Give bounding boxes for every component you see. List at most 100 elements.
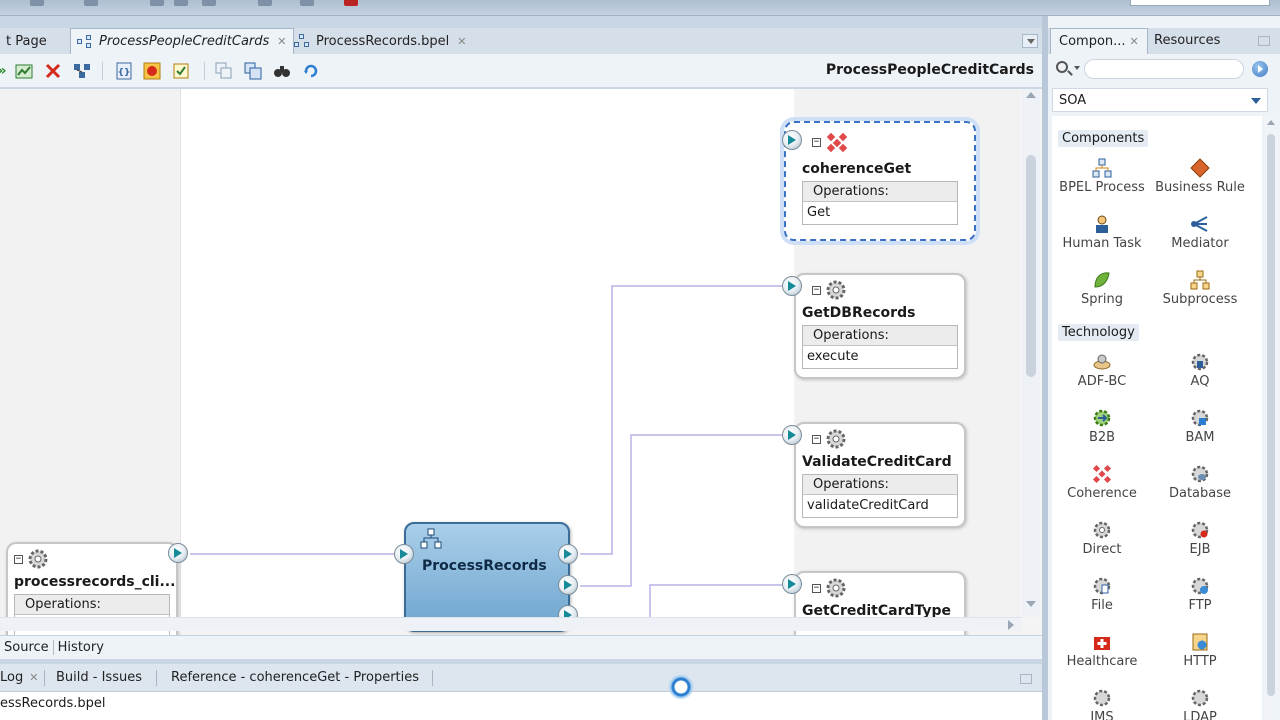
delete-icon[interactable] [43, 61, 63, 81]
chevron-down-icon[interactable] [1251, 98, 1261, 104]
wire-icon[interactable] [72, 61, 92, 81]
palette-scrollbar[interactable] [1264, 116, 1278, 720]
tab-label: Log [0, 670, 24, 685]
reference-port[interactable] [782, 574, 802, 594]
reference-name: coherenceGet [802, 161, 912, 177]
tab-resources[interactable]: Resources [1146, 28, 1228, 54]
palette-item-bpel-process[interactable]: BPEL Process [1052, 158, 1152, 195]
collapse-toggle[interactable]: − [14, 553, 23, 564]
palette-item-ldap[interactable]: LDAP [1150, 688, 1250, 720]
menu-icon[interactable] [30, 0, 44, 6]
palette-select[interactable]: SOA [1052, 88, 1268, 112]
forward-icon[interactable] [174, 0, 188, 6]
close-icon[interactable]: ✕ [457, 34, 467, 48]
reference-coherence-get[interactable]: − coherenceGet Operations: Get [784, 121, 976, 241]
canvas-vertical-scrollbar[interactable] [1022, 89, 1040, 617]
collapse-toggle[interactable]: − [812, 136, 821, 147]
tab-history[interactable]: History [57, 640, 104, 655]
reference-port[interactable] [782, 425, 802, 445]
palette-item-ejb[interactable]: EJB [1150, 520, 1250, 557]
search-icon[interactable] [1056, 61, 1068, 73]
operation-item[interactable]: validateCreditCard [807, 498, 929, 513]
top-search-field[interactable] [1130, 0, 1270, 6]
tab-label: ProcessPeopleCreditCards [99, 34, 270, 49]
reference-validate-credit-card[interactable]: − ValidateCreditCard Operations: validat… [794, 422, 966, 528]
tab-reference-properties[interactable]: Reference - coherenceGet - Properties [171, 664, 419, 692]
item-label: JMS [1090, 710, 1114, 720]
minimize-icon[interactable] [1020, 674, 1032, 684]
operation-item[interactable]: execute [807, 349, 859, 364]
palette-item-human-task[interactable]: Human Task [1052, 214, 1152, 251]
palette-item-healthcare[interactable]: Healthcare [1052, 632, 1152, 669]
healthcare-icon [1094, 637, 1110, 650]
palette-item-spring[interactable]: Spring [1052, 270, 1152, 307]
palette-item-business-rule[interactable]: Business Rule [1150, 158, 1250, 195]
run-icon[interactable] [202, 0, 216, 6]
stop-icon[interactable] [344, 0, 358, 6]
operation-item[interactable]: Get [807, 205, 831, 220]
debug-icon[interactable] [258, 0, 272, 6]
security-icon[interactable] [142, 61, 162, 81]
close-icon[interactable]: ✕ [29, 671, 39, 684]
arrow-icon[interactable]: » [0, 61, 12, 81]
component-service-port[interactable] [394, 544, 414, 564]
reference-get-db-records[interactable]: − GetDBRecords Operations: execute [794, 273, 966, 379]
tab-start-page[interactable]: t Page [0, 28, 53, 54]
palette-item-bam[interactable]: BAM [1150, 408, 1250, 445]
palette-item-jms[interactable]: JMS [1052, 688, 1152, 720]
tab-build-issues[interactable]: Build - Issues [56, 664, 142, 692]
maximize-icon[interactable] [1258, 36, 1270, 46]
file-icon [1093, 577, 1111, 595]
xml-icon[interactable]: {} [114, 61, 134, 81]
component-reference-port[interactable] [558, 575, 578, 595]
panel-splitter[interactable] [1042, 16, 1048, 720]
policy-icon[interactable] [171, 61, 191, 81]
close-icon[interactable]: ✕ [1129, 35, 1139, 48]
service-port[interactable] [168, 543, 188, 563]
section-technology[interactable]: Technology [1058, 324, 1139, 341]
binoculars-icon[interactable] [272, 61, 292, 81]
collapse-toggle[interactable]: − [812, 284, 821, 295]
palette-item-adf-bc[interactable]: ADF-BC [1052, 352, 1152, 389]
palette-item-database[interactable]: Database [1150, 464, 1250, 501]
item-label: BPEL Process [1059, 180, 1145, 195]
save-icon[interactable] [84, 0, 98, 6]
palette-item-ftp[interactable]: FTP [1150, 576, 1250, 613]
composite-canvas[interactable]: − coherenceGet Operations: Get − GetDBRe… [0, 89, 1042, 635]
component-palette-panel: Compon...✕ Resources SOA Components BPEL… [1048, 16, 1280, 720]
component-process-records[interactable]: ProcessRecords [404, 522, 570, 632]
tab-process-records-bpel[interactable]: ProcessRecords.bpel ✕ [288, 28, 472, 54]
reference-port[interactable] [782, 276, 802, 296]
layout-icon[interactable] [243, 61, 263, 81]
collapse-toggle[interactable]: − [812, 582, 821, 593]
refresh-icon[interactable] [301, 61, 321, 81]
canvas-horizontal-scrollbar[interactable] [0, 617, 1022, 631]
tab-list-dropdown[interactable] [1022, 34, 1038, 48]
component-reference-port[interactable] [558, 544, 578, 564]
chevron-down-icon[interactable] [1074, 66, 1080, 70]
palette-item-http[interactable]: HTTP [1150, 632, 1250, 669]
go-icon[interactable] [1252, 61, 1268, 77]
close-icon[interactable]: ✕ [277, 35, 287, 48]
palette-item-b2b[interactable]: B2B [1052, 408, 1152, 445]
tab-log[interactable]: Log ✕ [0, 664, 38, 692]
palette-item-direct[interactable]: Direct [1052, 520, 1152, 557]
palette-item-coherence[interactable]: Coherence [1052, 464, 1152, 501]
copy-icon[interactable] [214, 61, 234, 81]
palette-item-subprocess[interactable]: Subprocess [1150, 270, 1250, 307]
section-components[interactable]: Components [1058, 130, 1149, 147]
reference-port[interactable] [782, 130, 802, 150]
profile-icon[interactable] [300, 0, 314, 6]
composite-title: ProcessPeopleCreditCards [825, 62, 1034, 78]
tab-source[interactable]: Source [0, 640, 54, 655]
palette-item-aq[interactable]: AQ [1150, 352, 1250, 389]
collapse-toggle[interactable]: − [812, 433, 821, 444]
tab-components[interactable]: Compon...✕ [1050, 28, 1148, 54]
deploy-icon[interactable] [14, 61, 34, 81]
tab-process-people-credit-cards[interactable]: ProcessPeopleCreditCards ✕ [70, 28, 294, 54]
operations-header: Operations: [803, 326, 957, 346]
search-input[interactable] [1084, 59, 1244, 79]
palette-item-file[interactable]: File [1052, 576, 1152, 613]
back-icon[interactable] [150, 0, 164, 6]
palette-item-mediator[interactable]: Mediator [1150, 214, 1250, 251]
